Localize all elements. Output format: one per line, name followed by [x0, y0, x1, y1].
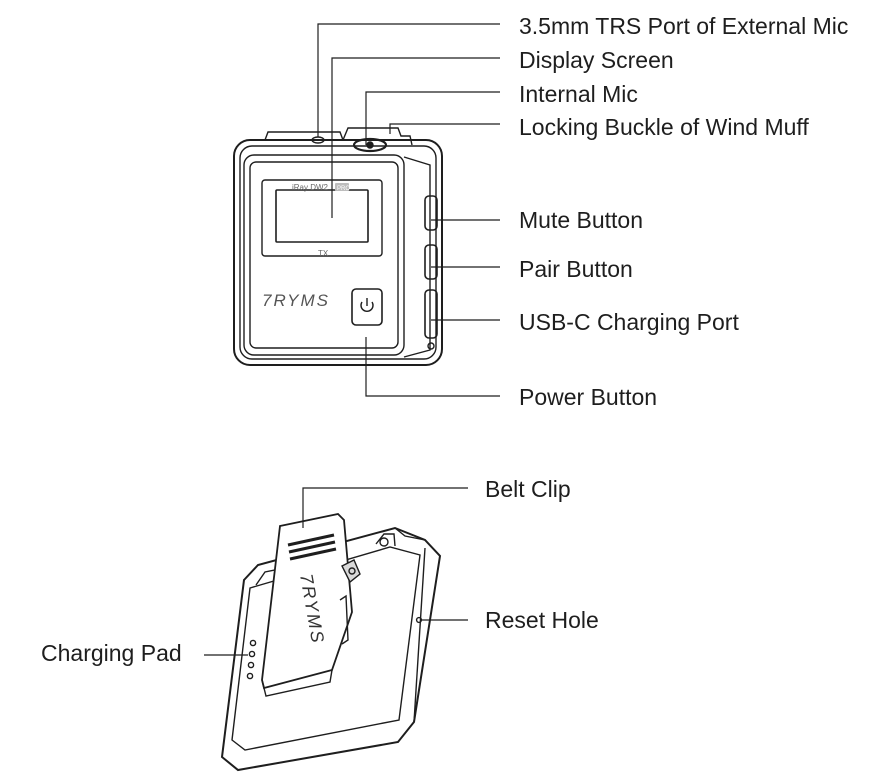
- screen-caption-text: TX: [318, 249, 329, 258]
- power-icon: [360, 301, 374, 312]
- label-mute-button: Mute Button: [519, 207, 644, 233]
- label-trs-port: 3.5mm TRS Port of External Mic: [519, 13, 849, 39]
- device-model-badge: PRO: [337, 186, 350, 192]
- label-locking-buckle: Locking Buckle of Wind Muff: [519, 114, 809, 140]
- front-body-outer: [233, 139, 443, 366]
- wind-muff-buckle: [342, 127, 413, 146]
- front-brand-logo: 7RYMS: [262, 291, 330, 310]
- clip-spring: [341, 559, 361, 584]
- charging-pad-1: [249, 639, 257, 647]
- charging-pad-2: [248, 650, 256, 658]
- label-charging-pad: Charging Pad: [41, 640, 182, 666]
- back-body-edge: [394, 527, 426, 541]
- reset-hole: [415, 616, 423, 624]
- usb-c-port: [424, 289, 438, 339]
- label-usb-c-port: USB-C Charging Port: [519, 309, 739, 335]
- back-device: [220, 513, 442, 772]
- display-screen-bezel: [261, 179, 383, 257]
- mute-button: [424, 195, 438, 231]
- back-leader-lines: [204, 487, 468, 656]
- leader-power-button: [365, 337, 500, 397]
- label-internal-mic: Internal Mic: [519, 81, 638, 107]
- leader-trs-port: [317, 23, 500, 137]
- pair-button: [424, 244, 438, 280]
- belt-clip-lower: [261, 669, 333, 697]
- leader-locking-buckle: [389, 123, 500, 134]
- trs-port-housing: [264, 131, 344, 141]
- back-body-inner: [231, 546, 421, 751]
- leader-belt-clip: [302, 487, 468, 528]
- device-model-text: iRay DW2: [292, 183, 329, 192]
- charging-pad-4: [246, 672, 254, 680]
- leader-display-screen: [331, 57, 500, 218]
- charging-pad-3: [247, 661, 255, 669]
- front-device: [233, 127, 443, 366]
- label-belt-clip: Belt Clip: [485, 476, 571, 502]
- label-pair-button: Pair Button: [519, 256, 633, 282]
- label-reset-hole: Reset Hole: [485, 607, 599, 633]
- front-body-rim: [239, 145, 437, 360]
- display-screen: [275, 189, 369, 243]
- front-face-panel: [249, 161, 399, 349]
- front-leader-lines: [317, 23, 500, 397]
- front-face-frame: [243, 154, 405, 356]
- label-power-button: Power Button: [519, 384, 658, 410]
- side-panel: [403, 156, 431, 358]
- power-button: [351, 288, 383, 326]
- leader-internal-mic: [365, 91, 500, 145]
- belt-clip-grip: [287, 533, 335, 547]
- label-display-screen: Display Screen: [519, 47, 674, 73]
- mount-tab-right: [375, 533, 396, 547]
